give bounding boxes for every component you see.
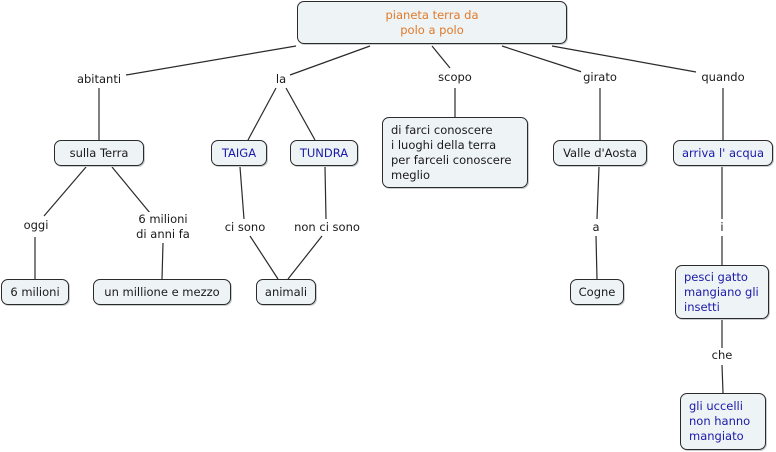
concept-tundra[interactable]: TUNDRA	[290, 140, 358, 166]
root-concept[interactable]: pianeta terra da polo a polo	[297, 1, 567, 44]
link-label-oggi: oggi	[21, 218, 51, 233]
concept-uccelli[interactable]: gli uccelli non hanno mangiato	[680, 393, 766, 450]
link-label-abitanti: abitanti	[74, 72, 124, 87]
concept-sulla-terra[interactable]: sulla Terra	[54, 140, 144, 166]
line-root-scopo	[431, 45, 451, 69]
line-sullaterra-annifa	[111, 166, 151, 214]
link-label-che: che	[709, 348, 735, 363]
line-la-taiga	[247, 87, 277, 141]
concept-scopo-text[interactable]: di farci conoscere i luoghi della terra …	[382, 117, 528, 188]
link-label-girato: girato	[581, 70, 619, 85]
line-tundra-noncisono	[324, 166, 327, 220]
link-label-scopo: scopo	[436, 70, 474, 85]
line-a-cogne	[595, 235, 598, 280]
concept-valle-aosta[interactable]: Valle d'Aosta	[553, 140, 647, 166]
line-la-tundra	[285, 87, 316, 141]
line-root-la	[289, 45, 371, 76]
link-label-a: a	[590, 220, 602, 235]
link-label-anni-fa: 6 milioni di anni fa	[134, 212, 192, 242]
link-label-non-ci-sono: non ci sono	[292, 220, 362, 235]
line-valle-a	[596, 166, 600, 220]
link-label-ci-sono: ci sono	[222, 220, 268, 235]
concept-arriva-acqua[interactable]: arriva l' acqua	[673, 140, 773, 166]
line-root-girato	[501, 45, 583, 73]
line-taiga-cisono	[239, 166, 245, 220]
line-noncisono-animali	[287, 235, 323, 280]
line-cisono-animali	[249, 235, 279, 280]
line-root-quando	[551, 45, 697, 73]
concept-6-milioni[interactable]: 6 milioni	[1, 279, 69, 305]
line-root-abitanti	[125, 45, 297, 76]
line-che-uccelli	[721, 364, 724, 394]
line-annifa-milione	[161, 242, 164, 280]
concept-milione-mezzo[interactable]: un millione e mezzo	[93, 279, 231, 305]
concept-cogne[interactable]: Cogne	[570, 279, 624, 305]
link-label-quando: quando	[699, 70, 747, 85]
concept-animali[interactable]: animali	[256, 279, 316, 305]
line-sullaterra-oggi	[43, 166, 87, 217]
concept-pesci-gatto[interactable]: pesci gatto mangiano gli insetti	[675, 265, 769, 319]
link-label-i: i	[718, 220, 726, 235]
concept-taiga[interactable]: TAIGA	[211, 140, 267, 166]
link-label-la: la	[273, 72, 289, 87]
